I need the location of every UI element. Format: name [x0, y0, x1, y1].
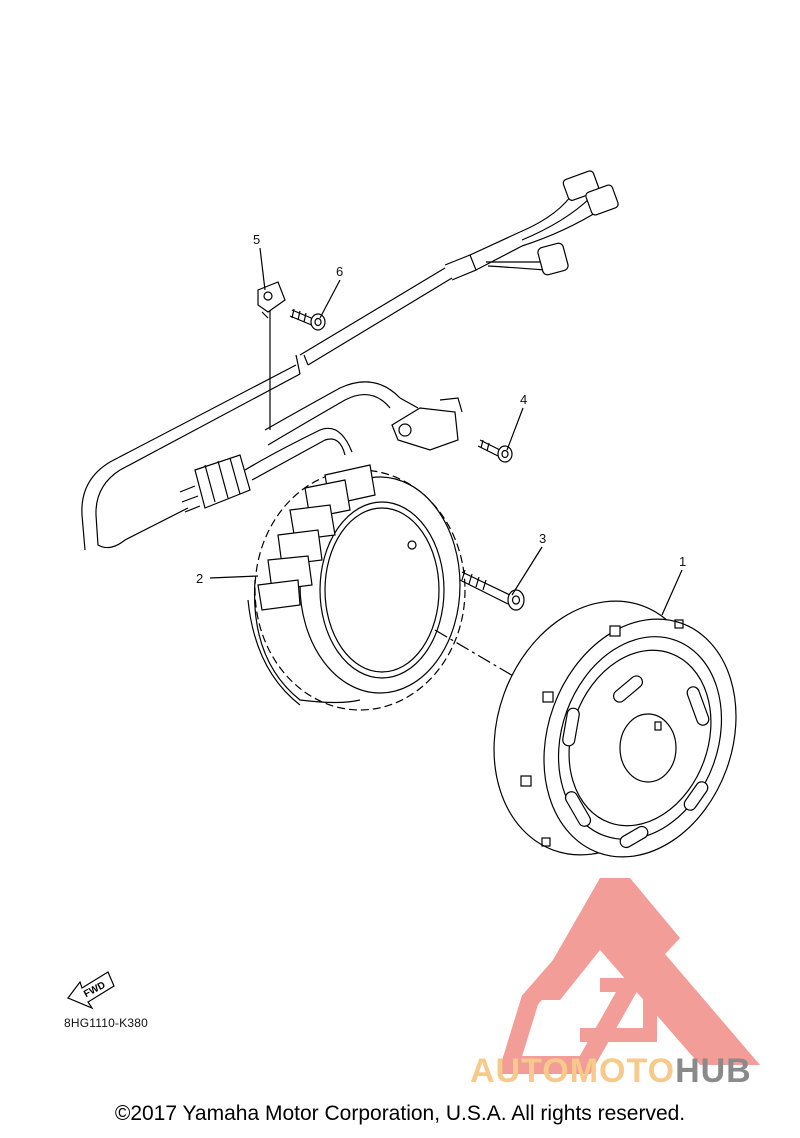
callouts: 1 2 3 4 5 6 — [196, 232, 686, 616]
callout-3: 3 — [539, 531, 546, 546]
bolt-part-3[interactable] — [459, 569, 525, 611]
watermark-text: AUTOMOTOHUB — [470, 1052, 752, 1091]
copyright-notice: ©2017 Yamaha Motor Corporation, U.S.A. A… — [114, 1102, 686, 1125]
diagram-code: 8HG1110-K380 — [64, 1016, 149, 1030]
fwd-arrow-icon: FWD — [67, 971, 115, 1010]
rotor-part-1[interactable] — [460, 572, 769, 885]
callout-5: 5 — [253, 232, 260, 247]
screw-part-4[interactable] — [477, 439, 513, 463]
clamp-part-5[interactable] — [257, 281, 286, 319]
screw-part-6[interactable] — [289, 308, 326, 331]
watermark-part-1: AUTOMOTO — [470, 1052, 676, 1090]
watermark-part-2: HUB — [675, 1052, 752, 1090]
stator-part-2[interactable] — [247, 464, 466, 711]
callout-2: 2 — [196, 571, 203, 586]
callout-6: 6 — [336, 264, 343, 279]
center-line — [434, 629, 521, 681]
wire-harness[interactable] — [81, 170, 619, 551]
callout-1: 1 — [679, 554, 686, 569]
watermark-logo-icon — [497, 878, 760, 1074]
callout-4: 4 — [520, 392, 527, 407]
